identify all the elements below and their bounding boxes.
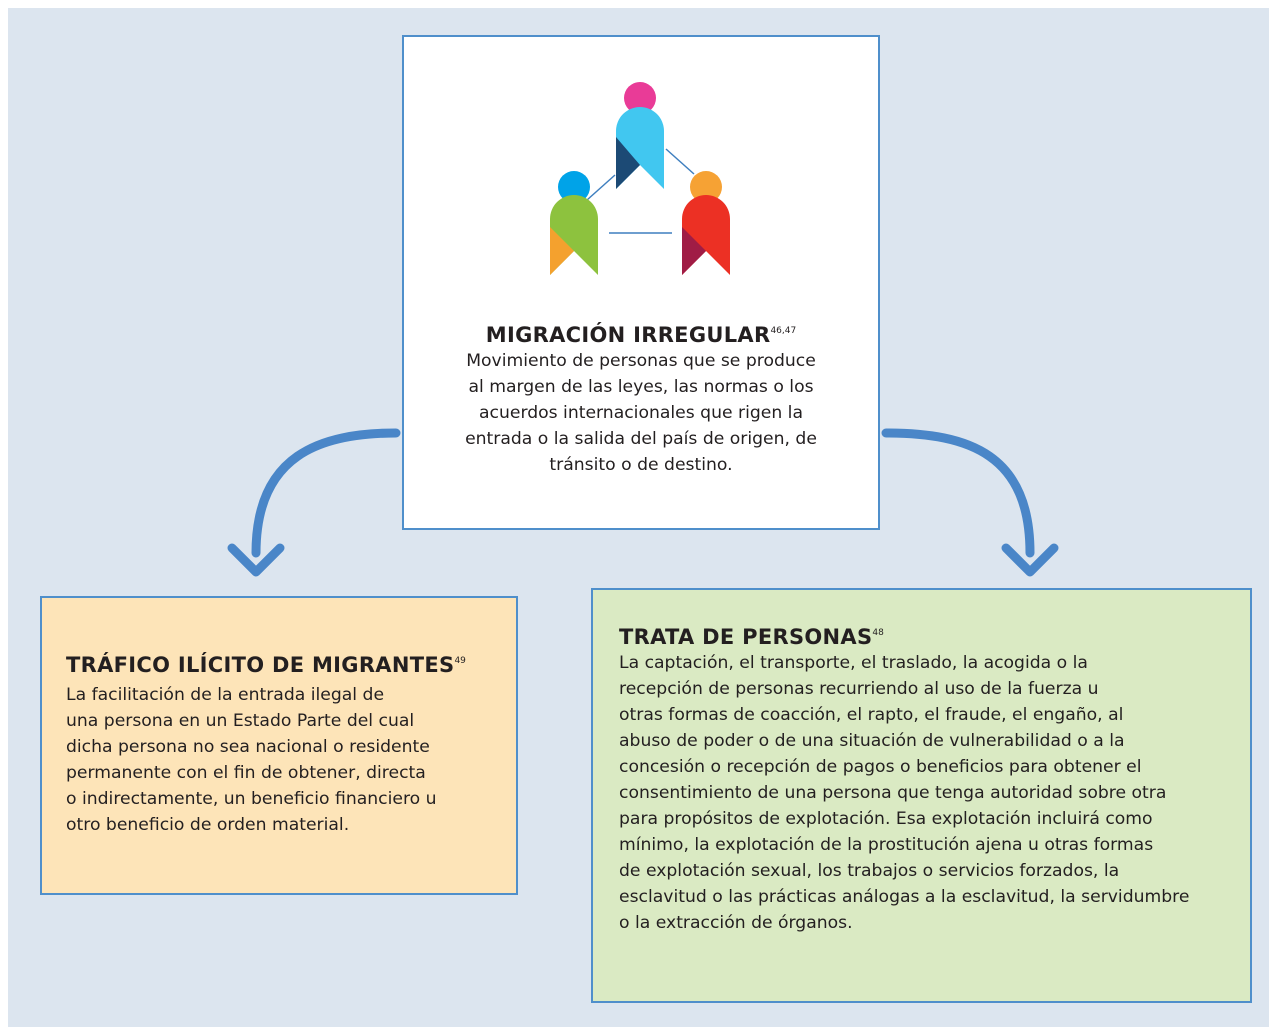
trafico-line: otro beneficio de orden material.	[66, 815, 350, 835]
trata-line: recepción de personas recurriendo al uso…	[619, 679, 1099, 699]
migracion-title: MIGRACIÓN IRREGULAR46,47	[485, 323, 797, 347]
trata-line: La captación, el transporte, el traslado…	[619, 653, 1088, 673]
trafico-line: una persona en un Estado Parte del cual	[66, 711, 415, 731]
migracion-text: MIGRACIÓN IRREGULAR46,47 Movimiento de p…	[404, 318, 878, 478]
trata-text: TRATA DE PERSONAS48 La captación, el tra…	[619, 620, 1189, 936]
trata-personas-box: TRATA DE PERSONAS48 La captación, el tra…	[591, 588, 1252, 1003]
arrow-right-curve	[881, 428, 1035, 558]
trata-ref: 48	[872, 628, 884, 638]
migracion-irregular-box: MIGRACIÓN IRREGULAR46,47 Movimiento de p…	[402, 35, 880, 530]
trata-line: consentimiento de una persona que tenga …	[619, 783, 1167, 803]
migracion-description: Movimiento de personas que se produce al…	[404, 348, 878, 478]
trata-description: La captación, el transporte, el traslado…	[619, 650, 1189, 936]
trafico-text: TRÁFICO ILÍCITO DE MIGRANTES49 La facili…	[66, 648, 466, 838]
migracion-line: entrada o la salida del país de origen, …	[465, 429, 817, 449]
trafico-description: La facilitación de la entrada ilegal de …	[66, 682, 466, 838]
trafico-line: o indirectamente, un beneficio financier…	[66, 789, 437, 809]
trafico-line: La facilitación de la entrada ilegal de	[66, 685, 385, 705]
trata-line: o la extracción de órganos.	[619, 913, 853, 933]
migracion-line: tránsito o de destino.	[549, 455, 733, 475]
trata-line: otras formas de coacción, el rapto, el f…	[619, 705, 1124, 725]
trafico-title: TRÁFICO ILÍCITO DE MIGRANTES49	[66, 653, 466, 677]
arrow-right-head	[1001, 543, 1059, 577]
trafico-line: dicha persona no sea nacional o resident…	[66, 737, 430, 757]
trafico-ilicito-box: TRÁFICO ILÍCITO DE MIGRANTES49 La facili…	[40, 596, 518, 895]
trafico-line: permanente con el fin de obtener, direct…	[66, 763, 426, 783]
trata-line: abuso de poder o de una situación de vul…	[619, 731, 1125, 751]
migracion-line: Movimiento de personas que se produce	[466, 351, 816, 371]
trata-line: esclavitud o las prácticas análogas a la…	[619, 887, 1190, 907]
migracion-line: acuerdos internacionales que rigen la	[479, 403, 803, 423]
trata-line: concesión o recepción de pagos o benefic…	[619, 757, 1142, 777]
trafico-ref: 49	[454, 656, 466, 666]
arrow-left-head	[227, 543, 285, 577]
trata-title: TRATA DE PERSONAS48	[619, 625, 884, 649]
trata-line: de explotación sexual, los trabajos o se…	[619, 861, 1120, 881]
arrow-left-curve	[251, 428, 401, 558]
trata-line: mínimo, la explotación de la prostitució…	[619, 835, 1154, 855]
migracion-ref: 46,47	[770, 326, 797, 336]
trata-line: para propósitos de explotación. Esa expl…	[619, 809, 1153, 829]
three-people-network-icon	[550, 82, 730, 275]
migracion-line: al margen de las leyes, las normas o los	[468, 377, 814, 397]
